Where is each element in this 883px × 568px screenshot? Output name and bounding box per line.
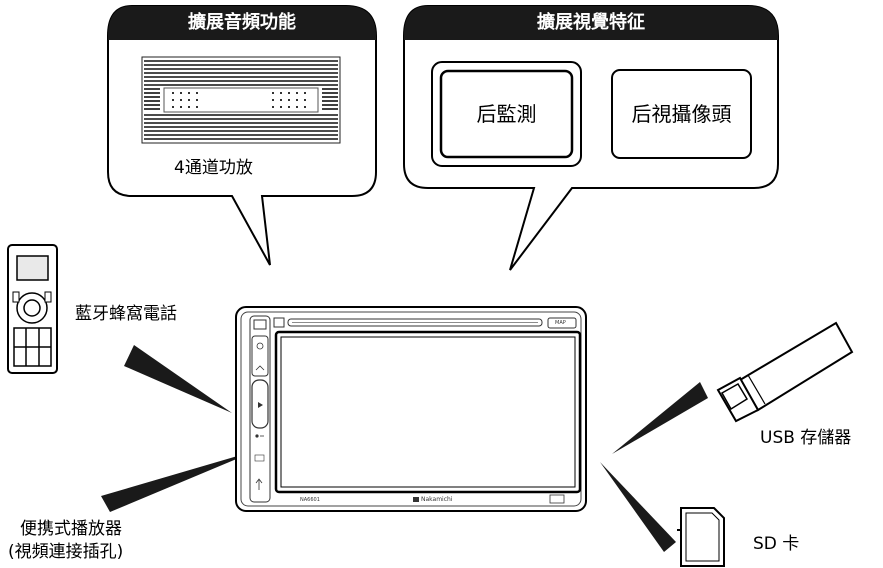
- sd-card-label: SD 卡: [753, 534, 800, 554]
- portable-player-connection-wedge: [101, 450, 258, 512]
- visual-bubble-header: [404, 6, 778, 40]
- rear-monitor-label: 后監測: [476, 102, 537, 126]
- map-button-label: MAP: [555, 320, 566, 326]
- phone-connection-wedge: [124, 345, 232, 413]
- amp-label: 4通道功放: [174, 158, 253, 178]
- visual-expansion-title: 擴展視覺特征: [537, 12, 645, 33]
- amplifier-icon: [141, 56, 341, 144]
- rear-camera-label: 后視攝像頭: [631, 102, 732, 126]
- sd-connection-wedge: [600, 462, 676, 552]
- usb-storage-label: USB 存儲器: [760, 428, 852, 448]
- audio-expansion-title: 擴展音頻功能: [188, 12, 296, 33]
- bluetooth-phone-label: 藍牙蜂窩電話: [75, 304, 177, 324]
- portable-player-label: 便携式播放器: [20, 519, 122, 539]
- model-label: NA6601: [300, 497, 320, 503]
- portable-player-sublabel: (視頻連接插孔): [8, 542, 124, 562]
- usb-stick-icon: [716, 321, 854, 423]
- mobile-phone-icon: [7, 244, 58, 374]
- brand-label: Nakamichi: [421, 496, 453, 503]
- head-unit: [235, 306, 587, 512]
- usb-connection-wedge: [612, 382, 708, 454]
- audio-bubble-header: [108, 6, 376, 40]
- sd-card-icon: [677, 507, 725, 567]
- rear-camera-box: [611, 69, 752, 159]
